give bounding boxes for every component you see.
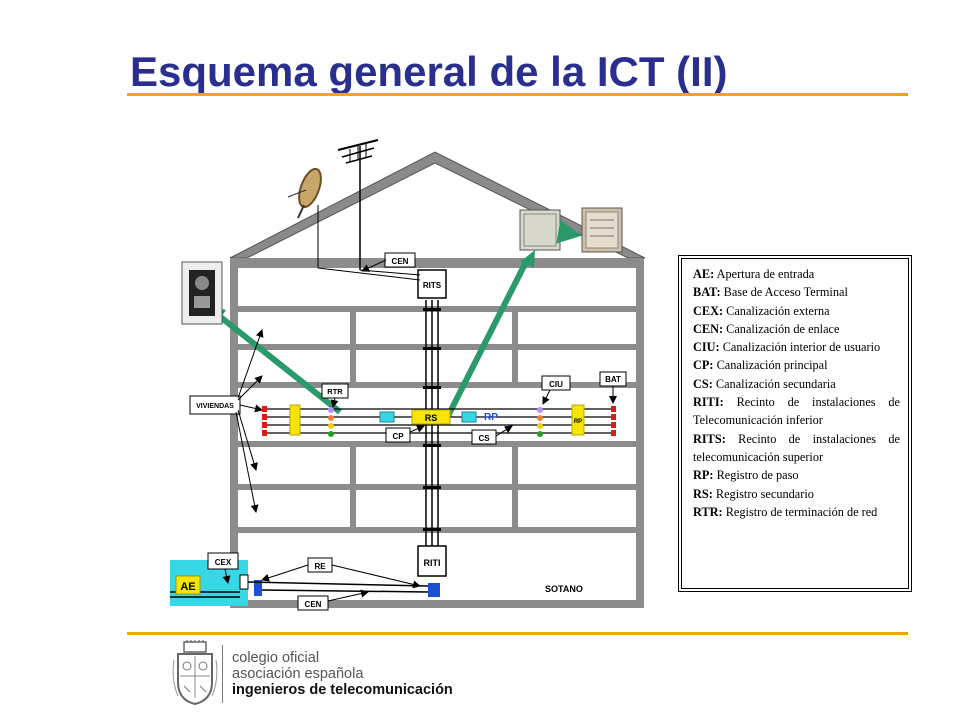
legend-text: Canalización secundaria [712, 376, 836, 391]
riti-label: RITI [424, 558, 441, 568]
legend-item: CS: Canalización secundaria [693, 375, 900, 393]
cex-box [207, 552, 239, 570]
legend-abbr: CS: [693, 376, 713, 391]
footer-line-1: colegio oficial [232, 650, 320, 666]
riti-box [417, 545, 447, 577]
legend-abbr: CEX: [693, 303, 724, 318]
cen-bottom-label: CEN [305, 600, 322, 609]
legend-text: Canalización de enlace [723, 321, 840, 336]
floor-distribution [262, 404, 616, 437]
footer-separator [222, 645, 223, 703]
legend-item: CIU: Canalización interior de usuario [693, 338, 900, 356]
cen-top-label: CEN [392, 257, 409, 266]
cex-label: CEX [215, 558, 232, 567]
legend-item: CEN: Canalización de enlace [693, 320, 900, 338]
legend-item: AE: Apertura de entrada [693, 265, 900, 283]
footer-org-name: colegio oficial asociación española inge… [232, 650, 453, 698]
footer-line-3: ingenieros de telecomunicación [232, 682, 453, 698]
legend-box: AE: Apertura de entrada BAT: Base de Acc… [678, 255, 912, 592]
cs-label: CS [478, 434, 490, 443]
legend-text: Registro de terminación de red [722, 504, 878, 519]
cp-box [385, 427, 411, 443]
cabinet-open [581, 207, 623, 253]
legend-text: Recinto de instalaciones de telecomunica… [693, 431, 900, 464]
satellite-dish [287, 167, 421, 281]
coat-of-arms-logo [172, 640, 218, 706]
legend-list: AE: Apertura de entrada BAT: Base de Acc… [681, 258, 909, 589]
cs-box [471, 429, 497, 445]
legend-text: Canalización externa [723, 303, 830, 318]
ae-box [175, 575, 201, 595]
cp-label: CP [392, 432, 404, 441]
ciu-label: CIU [549, 380, 563, 389]
footer-rule [127, 632, 908, 635]
legend-text: Registro secundario [712, 486, 814, 501]
legend-abbr: RITS: [693, 431, 726, 446]
legend-abbr: AE: [693, 267, 715, 281]
legend-item: RP: Registro de paso [693, 466, 900, 484]
viviendas-arrows [235, 329, 264, 513]
ciu-box [541, 375, 571, 391]
sotano-label: SOTANO [545, 584, 583, 594]
legend-item: RTR: Registro de terminación de red [693, 503, 900, 521]
rp-label: RP [484, 412, 498, 423]
tv-antenna [337, 139, 421, 276]
green-arrow-to-cabinet [445, 258, 530, 418]
bat-label: BAT [605, 375, 621, 384]
re-label: RE [314, 562, 326, 571]
legend-item: BAT: Base de Acceso Terminal [693, 283, 900, 301]
page-title: Esquema general de la ICT (II) [130, 48, 728, 95]
legend-abbr: CP: [693, 358, 714, 373]
legend-abbr: CEN: [693, 321, 724, 336]
rits-box [417, 269, 447, 299]
legend-item: CEX: Canalización externa [693, 302, 900, 320]
legend-text: Canalización principal [713, 358, 828, 373]
legend-text: Apertura de entrada [714, 267, 815, 281]
legend-abbr: RS: [693, 486, 713, 501]
green-arrow-to-phone [216, 312, 342, 415]
legend-abbr: RTR: [693, 504, 723, 519]
legend-abbr: RITI: [693, 395, 724, 410]
rs-label: RS [425, 413, 438, 423]
rtr-label: RTR [327, 387, 343, 396]
legend-text: Canalización interior de usuario [719, 340, 881, 355]
legend-item: RS: Registro secundario [693, 485, 900, 503]
legend-abbr: CIU: [693, 340, 720, 355]
cabinet-closed [519, 209, 561, 251]
legend-item: RITI: Recinto de instalaciones de Teleco… [693, 393, 900, 430]
cen-bottom-box [297, 595, 329, 611]
legend-abbr: BAT: [693, 285, 721, 300]
legend-text: Registro de paso [713, 468, 799, 483]
legend-abbr: RP: [693, 468, 714, 483]
ae-label: AE [180, 581, 195, 593]
viviendas-label: VIVIENDAS [196, 403, 234, 410]
legend-item: CP: Canalización principal [693, 356, 900, 374]
legend-item: RITS: Recinto de instalaciones de teleco… [693, 430, 900, 467]
legend-text: Recinto de instalaciones de Telecomunica… [693, 395, 900, 428]
title-underline [127, 93, 908, 96]
legend-text: Base de Acceso Terminal [720, 285, 848, 300]
terminal-equipment [181, 261, 223, 325]
rp-small-label: RP [574, 419, 582, 425]
rits-label: RITS [423, 281, 442, 290]
footer-line-2: asociación española [232, 666, 364, 682]
